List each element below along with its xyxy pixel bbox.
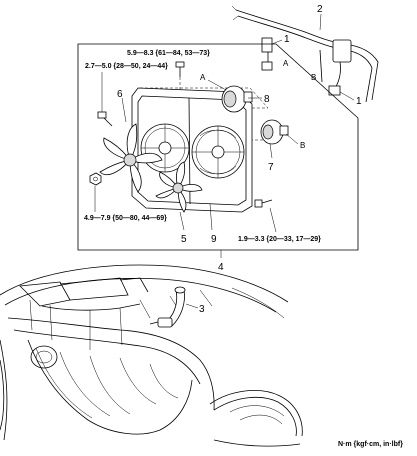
callout-2: 2 [317, 4, 323, 15]
harness-connector-a [261, 61, 273, 71]
leader-7 [269, 143, 273, 159]
callout-9: 9 [211, 234, 217, 245]
torque-spec-left-bolt: 2.7—5.0 {28—50, 24—44} [85, 63, 168, 70]
harness-connector-b [328, 85, 341, 96]
left-bolt [97, 72, 113, 127]
torque-spec-top-bolt: 5.9—8.3 {61—84, 53—73} [127, 50, 210, 57]
leader-6 [121, 97, 127, 123]
callout-1a: 1 [284, 34, 290, 45]
leader-3 [185, 303, 199, 309]
callout-5: 5 [181, 234, 187, 245]
callout-8: 8 [264, 94, 270, 105]
assembly-frame [77, 43, 359, 251]
connector-letter-a-motor: A [200, 73, 206, 82]
leader-b-motor [285, 133, 299, 145]
leader-1b [339, 91, 355, 101]
leader-9 [209, 203, 213, 231]
leader-a-motor [207, 79, 227, 91]
top-bolt [175, 61, 185, 92]
fan-motor-upper [221, 85, 253, 113]
alignment-lines-top [139, 87, 269, 109]
nut [89, 172, 102, 212]
torque-spec-nut: 4.9—7.9 {50—80, 44—69} [84, 215, 167, 222]
harness-clip [261, 37, 273, 53]
fan-blade-upper [99, 123, 163, 193]
fan-motor-lower [260, 119, 289, 145]
wiring-harness [231, 5, 379, 103]
callout-3: 3 [199, 304, 205, 315]
leader-2 [319, 13, 322, 31]
radiator-hose [149, 286, 186, 328]
vehicle-front [0, 264, 303, 447]
callout-4: 4 [218, 262, 224, 273]
leader-5 [179, 211, 185, 231]
torque-spec-bottom-bolt: 1.9—3.3 {20—33, 17—29} [238, 236, 321, 243]
callout-6: 6 [117, 89, 123, 100]
fan-blade-lower [155, 161, 203, 213]
units-note: N·m {kgf·cm, in·lbf} [338, 441, 403, 448]
callout-1b: 1 [356, 96, 362, 107]
bottom-bolt [254, 199, 277, 233]
leader-1a [271, 39, 283, 45]
connector-letter-b-motor: B [300, 141, 305, 150]
harness-bracket [332, 39, 352, 63]
callout-7: 7 [268, 162, 274, 173]
connector-letter-a-harness: A [283, 59, 289, 68]
